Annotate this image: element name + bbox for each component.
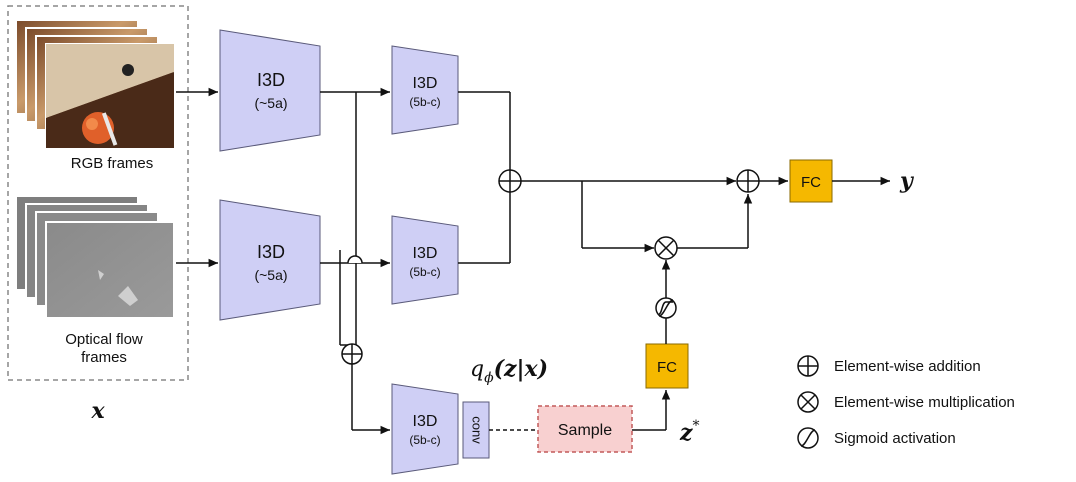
input-group-box (7, 5, 189, 381)
i3d-early-flow (219, 199, 321, 321)
input-symbol: x (90, 398, 105, 424)
legend-mul-icon (797, 391, 819, 413)
i3d-late-flow-sub: (5b-c) (409, 265, 440, 279)
legend-sigmoid-icon (797, 427, 819, 449)
i3d-early-rgb-sub: (~5a) (254, 95, 287, 111)
fusion-add-symbol (341, 343, 363, 365)
i3d-late-posterior-title: I3D (413, 413, 438, 430)
mul-symbol (654, 236, 678, 260)
i3d-early-rgb (219, 29, 321, 152)
i3d-late-rgb (391, 45, 459, 135)
i3d-early-rgb-title: I3D (257, 70, 285, 90)
legend-add-label: Element-wise addition (834, 358, 981, 375)
stream-add-symbol (498, 169, 522, 193)
i3d-early-flow-title: I3D (257, 242, 285, 262)
sigmoid-symbol (655, 297, 677, 319)
i3d-late-posterior-sub: (5b-c) (409, 433, 440, 447)
conv-label: conv (470, 416, 485, 444)
flow-frames-stack (15, 195, 175, 319)
i3d-early-flow-sub: (~5a) (254, 267, 287, 283)
conv-block (462, 401, 490, 459)
final-add-symbol (736, 169, 760, 193)
i3d-late-posterior (391, 383, 459, 475)
fc-latent-block (645, 343, 689, 389)
rgb-frames-stack (15, 19, 175, 149)
output-symbol: y (899, 168, 915, 194)
legend-sigmoid-label: Sigmoid activation (834, 430, 956, 447)
legend: Element-wise addition Element-wise multi… (797, 355, 1015, 449)
sample-to-fc-path (632, 390, 671, 431)
legend-mul-label: Element-wise multiplication (834, 394, 1015, 411)
fc-output-label: FC (801, 174, 821, 191)
fc-latent-label: FC (657, 359, 677, 376)
sample-label: Sample (558, 422, 612, 439)
i3d-late-flow-title: I3D (413, 245, 438, 262)
late-to-add-path (458, 91, 511, 264)
i3d-late-flow (391, 215, 459, 305)
legend-add-icon (797, 355, 819, 377)
fc-output-block (789, 159, 833, 203)
flow-label-line2: frames (81, 349, 127, 366)
line-hop (347, 255, 363, 264)
i3d-late-rgb-title: I3D (413, 75, 438, 92)
flow-label-line1: Optical flow (65, 331, 143, 348)
i3d-late-rgb-sub: (5b-c) (409, 95, 440, 109)
posterior-label: qϕ(z|x) (470, 356, 548, 386)
latent-label: z* (679, 418, 700, 446)
rgb-frames-label: RGB frames (71, 155, 154, 172)
add-output-paths (521, 176, 753, 253)
sample-box (537, 405, 633, 453)
